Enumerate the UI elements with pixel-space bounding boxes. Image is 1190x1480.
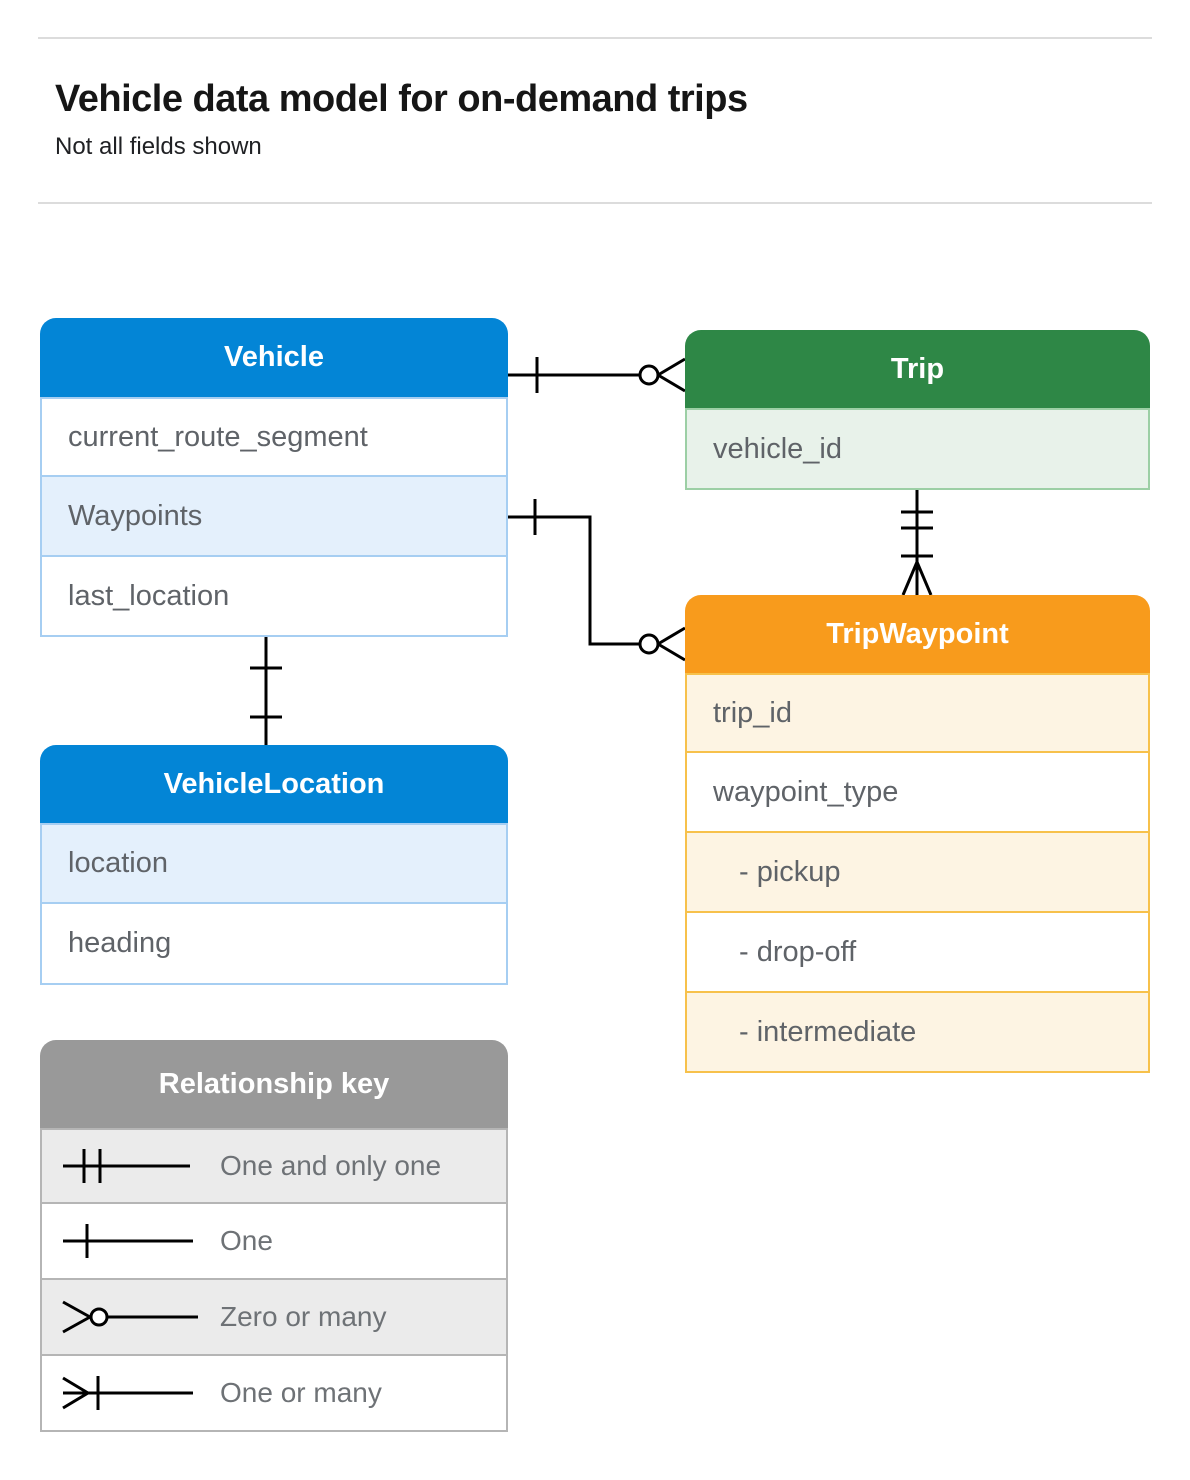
entity-vehiclelocation: VehicleLocation location heading — [40, 745, 508, 985]
field-waypoint-type-dropoff: - drop-off — [685, 913, 1150, 993]
entity-vehiclelocation-header: VehicleLocation — [40, 745, 508, 823]
field-location: location — [40, 823, 508, 904]
entity-trip: Trip vehicle_id — [685, 330, 1150, 490]
page-subtitle: Not all fields shown — [55, 133, 262, 160]
entity-trip-header: Trip — [685, 330, 1150, 408]
one-or-many-symbol-icon — [62, 1376, 193, 1410]
field-trip-id: trip_id — [685, 673, 1150, 753]
connector-vehicle-vehiclelocation — [250, 636, 282, 745]
legend-label: One and only one — [220, 1150, 442, 1181]
header-divider — [38, 202, 1152, 204]
legend-row-zero-or-many: Zero or many — [40, 1280, 508, 1356]
field-waypoint-type-pickup: - pickup — [685, 833, 1150, 913]
top-divider — [38, 37, 1152, 39]
legend-label: One or many — [220, 1377, 382, 1408]
legend-row-one-or-many: One or many — [40, 1356, 508, 1432]
field-last-location: last_location — [40, 557, 508, 637]
legend-label: Zero or many — [220, 1301, 387, 1332]
connector-vehicle-trip — [508, 357, 686, 393]
relationship-key-header: Relationship key — [40, 1040, 508, 1128]
field-waypoints: Waypoints — [40, 477, 508, 557]
entity-tripwaypoint-header: TripWaypoint — [685, 595, 1150, 673]
zero-or-many-symbol-icon — [62, 1300, 198, 1334]
connector-trip-tripwaypoint — [901, 490, 933, 596]
entity-vehicle-header: Vehicle — [40, 318, 508, 397]
legend-row-one: One — [40, 1204, 508, 1280]
field-current-route-segment: current_route_segment — [40, 397, 508, 477]
field-vehicle-id: vehicle_id — [685, 408, 1150, 490]
one-symbol-icon — [63, 1224, 193, 1258]
field-waypoint-type-intermediate: - intermediate — [685, 993, 1150, 1073]
one-and-only-one-symbol-icon — [63, 1149, 190, 1183]
page-title: Vehicle data model for on-demand trips — [55, 78, 748, 120]
legend-label: One — [220, 1225, 273, 1256]
legend-row-one-and-only-one: One and only one — [40, 1128, 508, 1204]
field-heading: heading — [40, 904, 508, 985]
field-waypoint-type: waypoint_type — [685, 753, 1150, 833]
entity-tripwaypoint: TripWaypoint trip_id waypoint_type - pic… — [685, 595, 1150, 1073]
entity-vehicle: Vehicle current_route_segment Waypoints … — [40, 318, 508, 637]
connector-waypoints-tripwaypoint — [508, 499, 686, 662]
relationship-key: Relationship key One and only one One — [40, 1040, 508, 1432]
